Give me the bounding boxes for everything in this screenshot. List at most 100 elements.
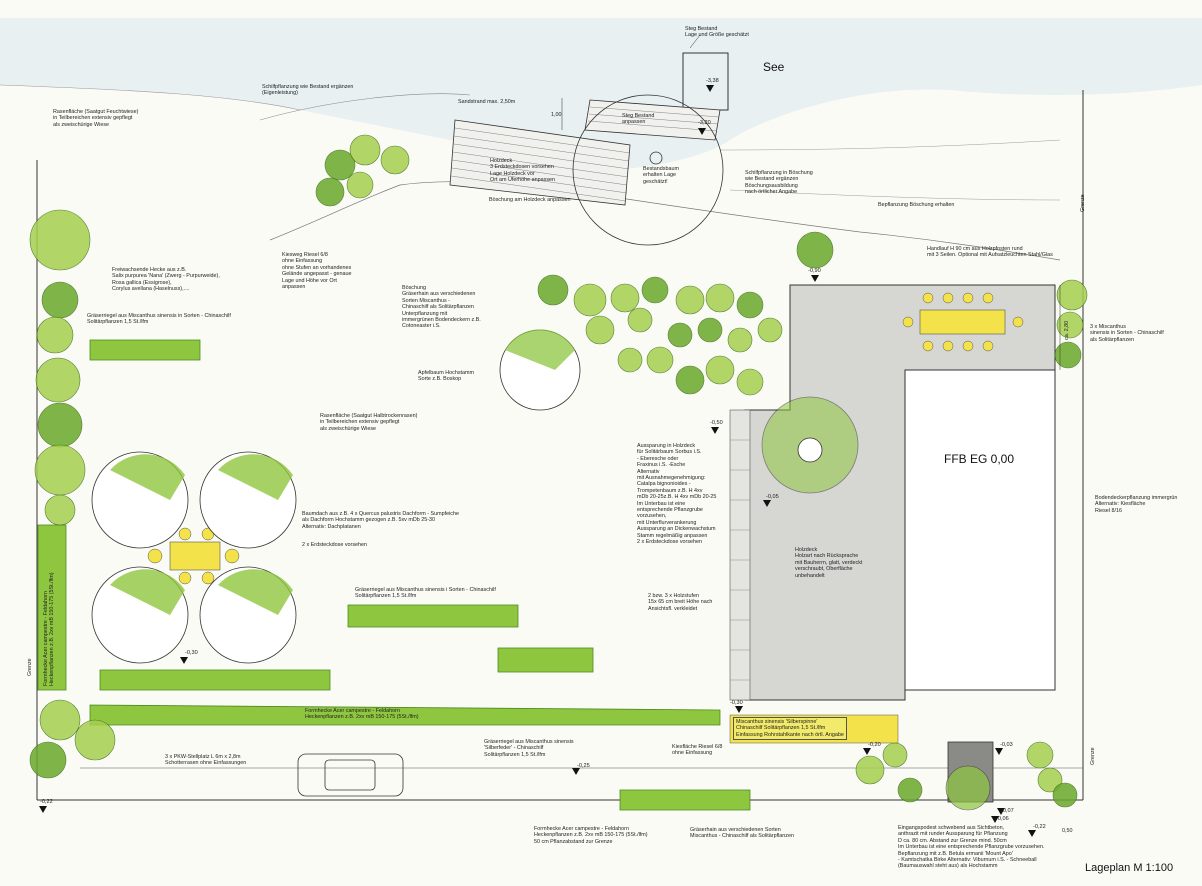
label-miscanthus-box: Miscanthus sinensis 'Silberspinne' China… [733, 717, 847, 741]
level-022: -0,22 [40, 799, 53, 805]
label-sandstrand: Sandstrand max. 2,50m [458, 99, 516, 105]
shrub [29, 209, 91, 271]
label-baumdach: Baumdach aus z.B. 4 x Quercus palustris … [302, 511, 459, 530]
level-320: -3,20 [698, 120, 711, 126]
level-025: -0,25 [577, 763, 590, 769]
existing-tree-circle [572, 94, 724, 246]
shrub [855, 755, 885, 785]
entrance-tree [945, 765, 991, 811]
shrub [610, 283, 640, 313]
level-020: -0,20 [868, 742, 881, 748]
shrub [641, 276, 669, 304]
level-005: -0,05 [766, 494, 779, 500]
tree-roof-chairs [147, 527, 240, 585]
roof-tree-shade-3 [110, 569, 185, 615]
level-007: -0,07 [1001, 808, 1014, 814]
label-formhecke-bottom: Formhecke Acer campestre - Feldahorn Hec… [534, 826, 648, 845]
shrub [705, 283, 735, 313]
house [904, 369, 1056, 691]
lake-shore-line [0, 84, 301, 111]
label-miscanthus-right: 3 x Miscanthus sinensis in Sorten - Chin… [1090, 324, 1164, 343]
shrub [346, 171, 374, 199]
shrub [675, 285, 705, 315]
level-006: -0,06 [996, 816, 1009, 822]
shrub [44, 494, 76, 526]
lake-area [0, 18, 1202, 170]
shrub [1056, 279, 1088, 311]
slope-line-4 [729, 189, 1061, 201]
level-markers [39, 85, 1036, 837]
shrub [1054, 341, 1082, 369]
label-formhecke-vert: Formhecke Acer campestre - Feldahorn Hec… [43, 572, 56, 686]
shrub [882, 742, 908, 768]
slope-line-1 [259, 93, 471, 121]
shrub [349, 134, 381, 166]
label-kiesflaeche: Kiesfläche Riesel 6/8 ohne Einfassung [672, 744, 723, 757]
label-formhecke-mid: Formhecke Acer campestre - Feldahorn Hec… [305, 708, 419, 721]
shrub [39, 699, 81, 741]
plan-title: Lageplan M 1:100 [1085, 862, 1174, 874]
lake-label: See [763, 60, 785, 74]
shrub-group [29, 134, 1088, 808]
level-050: -0,50 [710, 420, 723, 426]
car [297, 753, 404, 797]
shrub [796, 231, 834, 269]
label-kiesweg: Kiesweg Riesel 6/8 ohne Einfassung ohne … [282, 252, 352, 291]
shrub [41, 281, 79, 319]
label-grenze-right: Grenze [1080, 194, 1086, 212]
label-boeschung-holzdeck: Böschung am Holzdeck anpassen [489, 197, 571, 203]
shrub [617, 347, 643, 373]
label-parking: 3 x PKW-Stellplatz L 6m x 2,8m Schotterr… [165, 754, 247, 767]
shrub [29, 741, 67, 779]
roof-tree-shade-1 [110, 454, 185, 500]
label-graeserriegel-bottom: Gräserriegel aus Miscanthus sinensis 'Si… [484, 739, 574, 758]
slope-line-3 [719, 139, 1061, 151]
shrub [315, 177, 345, 207]
level-338: -3,38 [706, 78, 719, 84]
label-grenze-left: Grenze [27, 658, 33, 676]
shrub [697, 317, 723, 343]
label-bodendecker: Bodendeckerpflanzung immergrün Alternati… [1095, 495, 1178, 514]
shrub [757, 317, 783, 343]
shrub [573, 283, 607, 317]
label-aussparung: Aussparung in Holzdeck für Solitärbaum S… [637, 443, 717, 546]
shrub [537, 274, 569, 306]
roof-tree-shade-4 [218, 569, 293, 615]
label-schilf-top: Schilfpflanzung wie Bestand ergänzen (Ei… [262, 84, 354, 97]
existing-tree-trunk [649, 151, 663, 165]
label-bestandsbaum: Bestandsbaum erhalten Lage geschätzt! [643, 166, 679, 185]
apple-tree-shade [505, 329, 575, 370]
shrub [1056, 311, 1084, 339]
shrub [324, 149, 356, 181]
level-003: -0,03 [1000, 742, 1013, 748]
level-030: -0,30 [185, 650, 198, 656]
level-030b: -0,30 [730, 700, 743, 706]
label-steg-anpassen: Steg Bestand anpassen [622, 113, 655, 126]
label-dim-100: 1,00 [551, 112, 562, 118]
shrub [585, 315, 615, 345]
label-grenze-bottom: Grenze [1090, 747, 1096, 765]
deck-tree-opening [797, 437, 823, 463]
shrub [727, 327, 753, 353]
label-schilf-boeschung: Schilfpflanzung in Böschung wie Bestand … [745, 170, 813, 196]
top-deck-hatch [449, 99, 721, 206]
label-boeschung-mid: Böschung Gräserhain aus verschiedenen So… [402, 285, 481, 330]
label-eingangspodest: Eingangspodest schwebend aus Sichtbeton,… [898, 825, 1045, 870]
deck-table [919, 309, 1006, 335]
label-graeserriegel-left: Gräserriegel aus Miscanthus sinensis in … [87, 313, 231, 326]
roof-tree-shade-2 [218, 454, 293, 500]
deck-chairs [902, 292, 1024, 352]
shrub [1052, 782, 1078, 808]
house-label: FFB EG 0,00 [944, 452, 1015, 466]
shrub [627, 307, 653, 333]
label-erdsteckdose: 2 x Erdsteckdose vorsehen [302, 542, 368, 548]
label-handlauf: Handlauf H 90 cm aus Holzpfosten rund mi… [927, 246, 1053, 259]
shrub [897, 777, 923, 803]
slope-line-2 [269, 181, 1061, 261]
level-090: -0,90 [808, 268, 821, 274]
label-graeserhain-bottom: Gräserhain aus verschiedenen Sorten Misc… [690, 827, 794, 840]
label-dim-280: ca. 2,80 [1064, 320, 1070, 340]
label-dim-050: 0,50 [1062, 828, 1073, 834]
